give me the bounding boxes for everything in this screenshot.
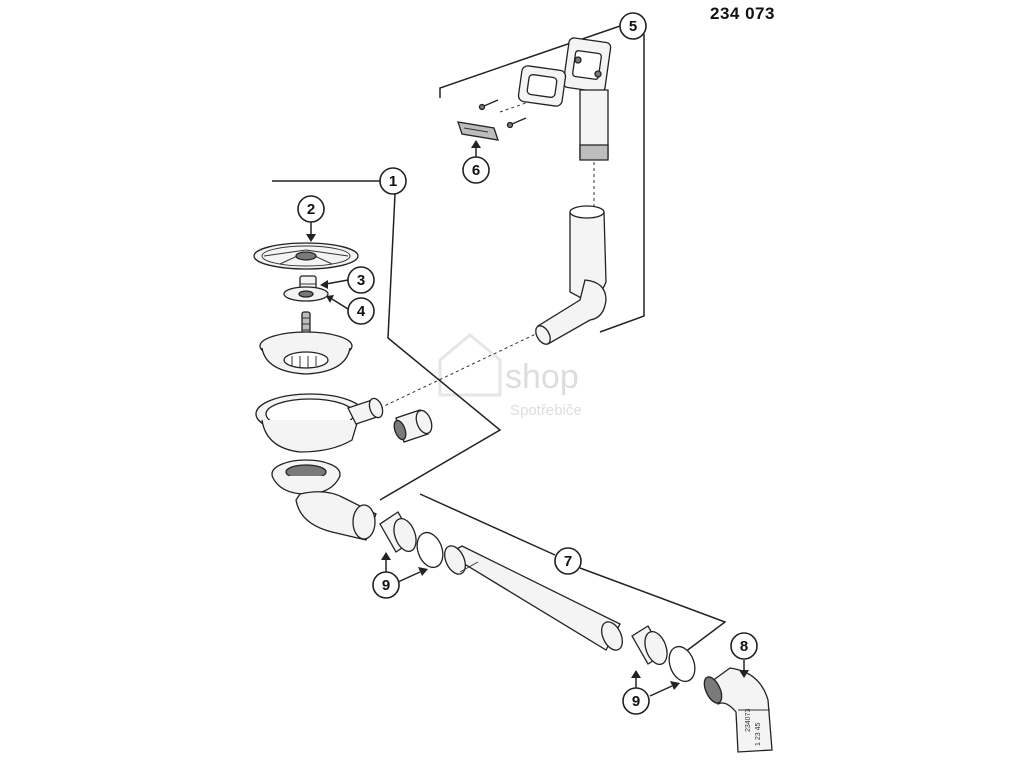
callout-1: 1 (379, 167, 407, 195)
overflow-assembly (478, 37, 612, 345)
overflow-connector (393, 409, 433, 443)
group-bracket-1 (272, 180, 502, 501)
callout-5-label: 5 (629, 18, 637, 35)
document-number: 234 073 (710, 4, 775, 23)
spring-disc (283, 286, 329, 302)
elbow-label-line2: 1 23 45 (755, 723, 762, 746)
callout-1-label: 1 (389, 173, 397, 190)
outlet-elbow (295, 491, 377, 541)
callout-9-lower-label: 9 (632, 693, 640, 710)
elbow-label-line1: 234073 (745, 709, 752, 732)
group-bracket-7 (419, 493, 727, 653)
callout-7: 7 (554, 547, 582, 575)
callout-7-label: 7 (564, 553, 572, 570)
callout-8: 8 (730, 632, 758, 660)
callout-8-label: 8 (740, 638, 748, 655)
callout-9-upper-label: 9 (382, 577, 390, 594)
outlet-elbow-90: 234073 1 23 45 (703, 667, 773, 753)
slip-nut-lower (631, 625, 668, 665)
callout-leaders (306, 140, 749, 697)
callout-2: 2 (297, 195, 325, 223)
callout-3-label: 3 (357, 272, 365, 289)
seal-ring-lower (668, 645, 696, 683)
callout-2-label: 2 (307, 201, 315, 218)
cover-plate (457, 121, 499, 141)
seal-ring-upper (416, 531, 444, 569)
basket-strainer (259, 331, 353, 375)
callout-5: 5 (619, 12, 647, 40)
slip-nut-upper (379, 511, 417, 553)
callout-9-upper: 9 (372, 571, 400, 599)
overflow-connection-dash (379, 97, 595, 409)
waste-body (255, 393, 384, 453)
watermark-brand: shop (505, 358, 579, 396)
body-nut (271, 459, 341, 495)
callout-9-lower: 9 (622, 687, 650, 715)
callout-4-label: 4 (357, 303, 366, 320)
callout-3: 3 (347, 266, 375, 294)
connecting-pipe (444, 545, 623, 651)
callout-6: 6 (462, 156, 490, 184)
watermark-sub: Spotřebiče (510, 402, 582, 419)
callout-4: 4 (347, 297, 375, 325)
callout-6-label: 6 (472, 162, 480, 179)
watermark: shop Spotřebiče (438, 333, 582, 419)
strainer-cap (253, 242, 359, 270)
